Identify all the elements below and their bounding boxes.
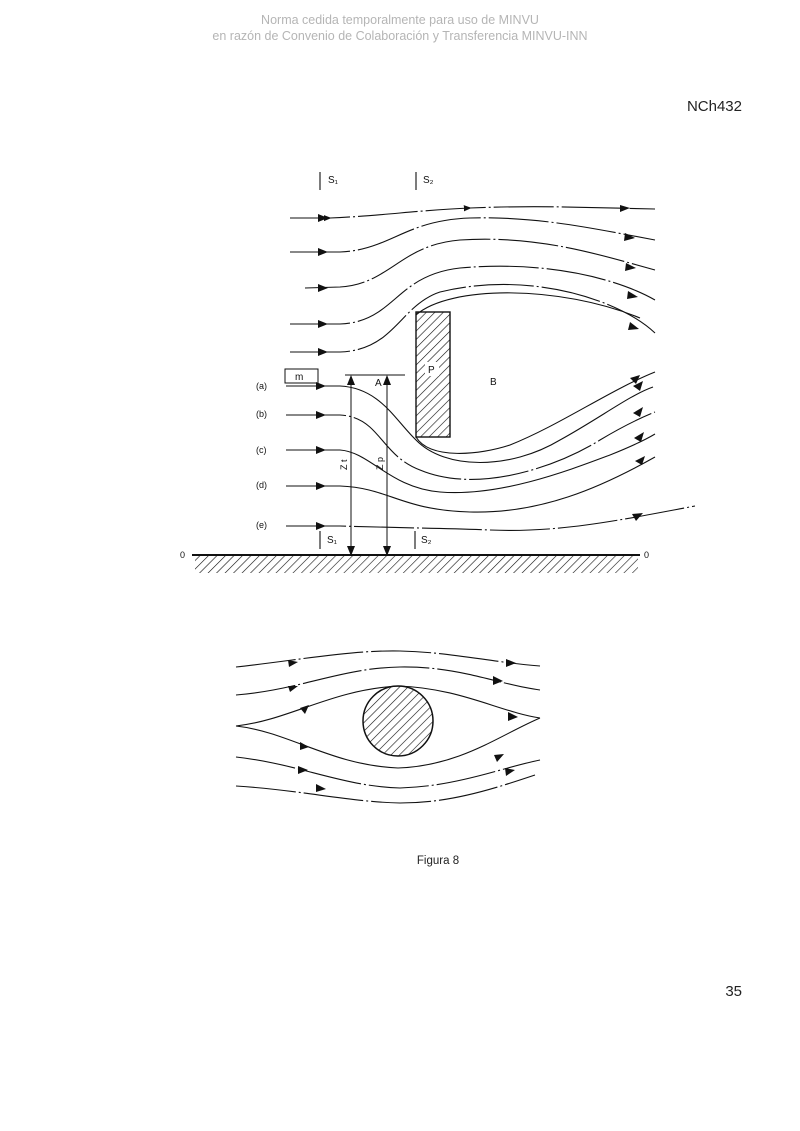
- document-code: NCh432: [686, 98, 742, 115]
- cyl-streamline-2: [235, 666, 541, 696]
- obstacle-plate: [415, 311, 451, 438]
- streamline-a: [286, 385, 654, 463]
- streamline-5: [290, 283, 656, 353]
- section-label-s1-bottom: S₁: [327, 535, 338, 546]
- section-label-s2-top: S₂: [423, 175, 434, 186]
- dimension-label-zt: Z t: [339, 459, 349, 470]
- cylinder-obstacle: [362, 685, 434, 757]
- section-label-s2-bottom: S₂: [421, 535, 432, 546]
- streamline-label-a: (a): [256, 381, 267, 391]
- streamline-e: [286, 505, 696, 531]
- obstacle-label-p: P: [428, 365, 435, 376]
- streamline-4: [290, 265, 656, 325]
- ground-label-right: 0: [644, 550, 649, 560]
- streamline-2: [290, 217, 656, 253]
- region-label-a: A: [375, 378, 382, 389]
- streamline-1: [290, 205, 656, 222]
- region-label-b: B: [490, 377, 497, 388]
- streamline-3: [304, 238, 656, 289]
- ground-label-left: 0: [180, 550, 185, 560]
- ground-hatch: [195, 556, 638, 573]
- marker-box-label: m: [295, 372, 303, 383]
- watermark-line-2: en razón de Convenio de Colaboración y T…: [212, 29, 588, 43]
- cyl-streamline-5: [235, 756, 541, 789]
- wake-lower: [415, 371, 656, 454]
- page-number: 35: [725, 983, 742, 1000]
- streamline-label-b: (b): [256, 409, 267, 419]
- cylinder-flow-diagram: [235, 650, 541, 804]
- figure-caption: Figura 8: [416, 855, 460, 867]
- streamline-label-e: (e): [256, 520, 267, 530]
- top-flow-diagram: S₁ S₂ P B m A (a): [180, 172, 696, 573]
- marker-box-m: [284, 368, 319, 384]
- streamline-label-c: (c): [256, 445, 267, 455]
- streamline-c: [286, 433, 656, 494]
- cyl-streamline-6: [235, 774, 536, 804]
- streamline-label-d: (d): [256, 480, 267, 490]
- dimension-label-zp: Z p: [375, 457, 385, 470]
- streamline-b: [286, 411, 656, 480]
- section-label-s1-top: S₁: [328, 175, 339, 186]
- streamline-d: [286, 456, 656, 513]
- watermark-line-1: Norma cedida temporalmente para uso de M…: [261, 13, 539, 27]
- cyl-streamline-4: [235, 717, 541, 769]
- cyl-streamline-1: [235, 650, 541, 668]
- wake-upper: [415, 292, 641, 319]
